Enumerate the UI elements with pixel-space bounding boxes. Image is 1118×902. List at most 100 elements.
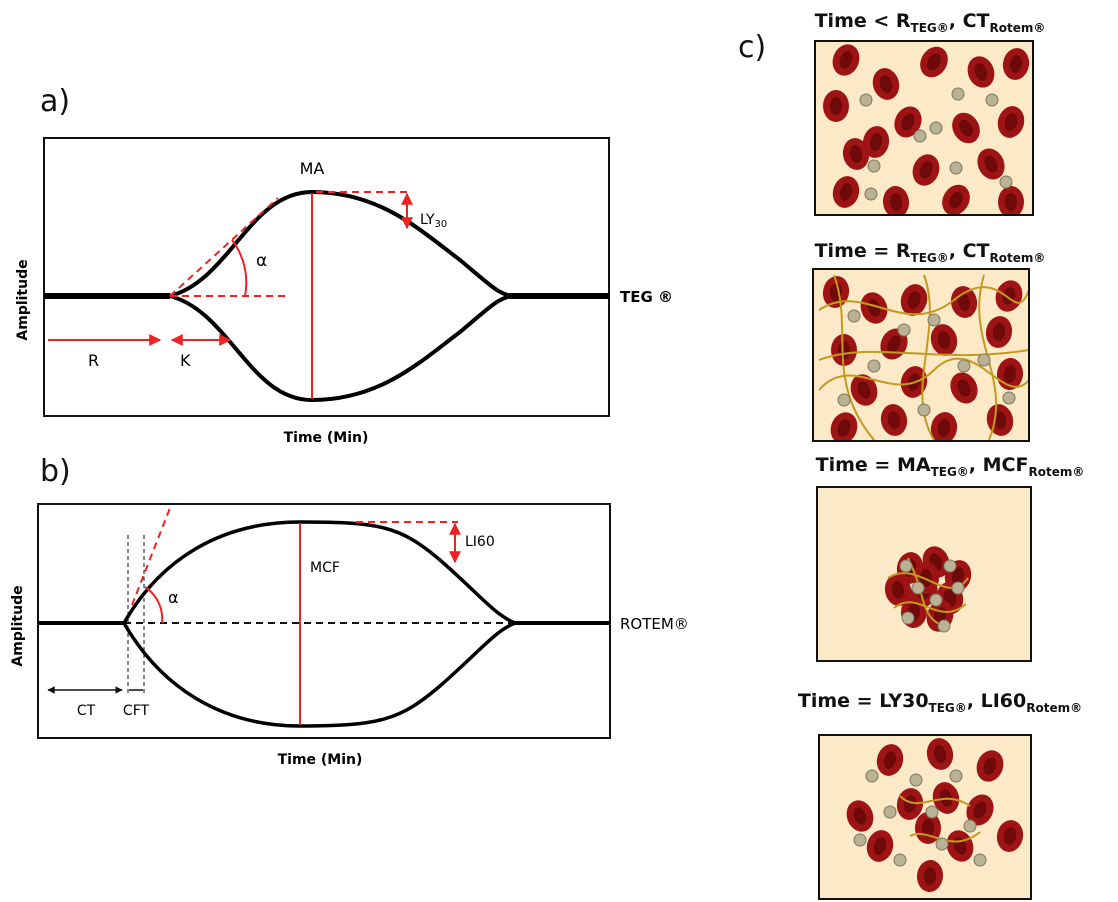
teg-ly-label: LY30 — [420, 212, 447, 230]
red-blood-cell — [872, 68, 900, 100]
red-blood-cell — [884, 574, 912, 606]
platelet — [865, 769, 879, 783]
fibrin-strand — [818, 357, 1028, 391]
platelet — [867, 159, 881, 173]
stage-3-caption: Time = MATEG®, MCFRotem® — [815, 454, 1085, 479]
rotem-diagram: MCF LI60 α CT CFT ROTEM® Time (Min) Ampl… — [10, 503, 689, 768]
red-blood-cell — [926, 738, 954, 770]
red-blood-cell — [832, 44, 860, 76]
teg-ma-label: MA — [300, 159, 325, 178]
rotem-y-label: Amplitude — [10, 585, 26, 666]
platelet — [927, 313, 941, 327]
platelet — [949, 769, 963, 783]
rotem-trace-label: ROTEM® — [620, 615, 689, 633]
platelet — [859, 93, 873, 107]
red-blood-cell — [930, 412, 958, 440]
red-blood-cell — [894, 106, 922, 138]
platelet — [951, 581, 965, 595]
platelet — [943, 559, 957, 573]
teg-alpha-label: α — [256, 251, 267, 271]
rotem-alpha-arc — [144, 586, 164, 624]
stage-2-illustration — [812, 268, 1030, 442]
platelet — [847, 309, 861, 323]
rotem-alpha-label: α — [168, 588, 179, 607]
platelet — [897, 323, 911, 337]
teg-diagram: MA LY30 α R K TEG ® Time (Min) Amplitude — [15, 137, 673, 446]
red-blood-cell — [900, 284, 928, 316]
red-blood-cell — [1002, 48, 1030, 80]
fibrin-strand — [818, 286, 1028, 316]
rotem-alpha-tangent — [131, 507, 171, 606]
red-blood-cell — [832, 176, 860, 208]
platelet — [1002, 391, 1016, 405]
red-blood-cell — [916, 860, 944, 892]
platelet — [899, 559, 913, 573]
platelet — [864, 187, 878, 201]
red-blood-cell — [842, 138, 870, 170]
teg-alpha-tangent — [169, 197, 279, 297]
teg-ly-sub: 30 — [435, 219, 448, 230]
red-blood-cell — [850, 374, 878, 406]
platelet — [893, 853, 907, 867]
teg-alpha-arc — [231, 239, 248, 297]
platelet — [949, 161, 963, 175]
red-blood-cell — [912, 154, 940, 186]
teg-lower-trace — [169, 294, 516, 403]
red-blood-cell — [952, 112, 980, 144]
platelet — [999, 175, 1013, 189]
teg-r-label: R — [88, 351, 99, 370]
panel-a-letter: a) — [40, 84, 71, 119]
red-blood-cell — [995, 280, 1023, 312]
stage-1-illustration — [814, 40, 1034, 216]
red-blood-cell — [997, 106, 1025, 138]
red-blood-cell — [950, 286, 978, 318]
red-blood-cell — [880, 404, 908, 436]
rotem-mcf-label: MCF — [310, 560, 340, 576]
red-blood-cell — [950, 372, 978, 404]
platelet — [883, 805, 897, 819]
teg-ly-text: LY — [420, 212, 435, 228]
red-blood-cell — [882, 186, 910, 214]
rotem-lower-trace — [122, 621, 516, 728]
red-blood-cell — [976, 750, 1004, 782]
platelet — [957, 359, 971, 373]
teg-x-label: Time (Min) — [284, 430, 369, 446]
rotem-upper-trace — [122, 520, 516, 625]
red-blood-cell — [830, 412, 858, 440]
red-blood-cell — [915, 812, 941, 844]
teg-y-label: Amplitude — [15, 259, 31, 340]
fibrin-strand — [833, 274, 875, 440]
red-blood-cell — [862, 126, 890, 158]
teg-trace-label: TEG ® — [620, 288, 673, 306]
platelet — [925, 805, 939, 819]
fibrin-strand — [899, 795, 971, 807]
rotem-ct-label: CT — [77, 703, 96, 719]
platelet — [985, 93, 999, 107]
red-blood-cell — [896, 788, 924, 820]
platelet — [973, 853, 987, 867]
platelet — [911, 581, 925, 595]
rotem-x-label: Time (Min) — [278, 752, 363, 768]
stage-1-caption: Time < RTEG®, CTRotem® — [814, 10, 1046, 35]
teg-plot-frame — [43, 137, 610, 417]
red-blood-cell — [977, 148, 1005, 180]
fibrin-strand — [921, 274, 935, 440]
teg-upper-trace — [169, 189, 516, 298]
platelet — [917, 403, 931, 417]
platelet — [937, 619, 951, 633]
red-blood-cell — [876, 744, 904, 776]
platelet — [837, 393, 851, 407]
stage-3-illustration — [816, 486, 1032, 662]
platelet — [929, 121, 943, 135]
platelet — [913, 129, 927, 143]
platelet — [963, 819, 977, 833]
platelet — [929, 593, 943, 607]
platelet — [935, 837, 949, 851]
stage-2-caption: Time = RTEG®, CTRotem® — [814, 240, 1046, 265]
panel-c-letter: c) — [738, 30, 767, 65]
fibrin-strand — [893, 601, 967, 613]
red-blood-cell — [823, 90, 849, 122]
rotem-cft-label: CFT — [123, 703, 150, 719]
red-blood-cell — [966, 794, 994, 826]
stage-4-caption: Time = LY30TEG®, LI60Rotem® — [797, 690, 1083, 715]
